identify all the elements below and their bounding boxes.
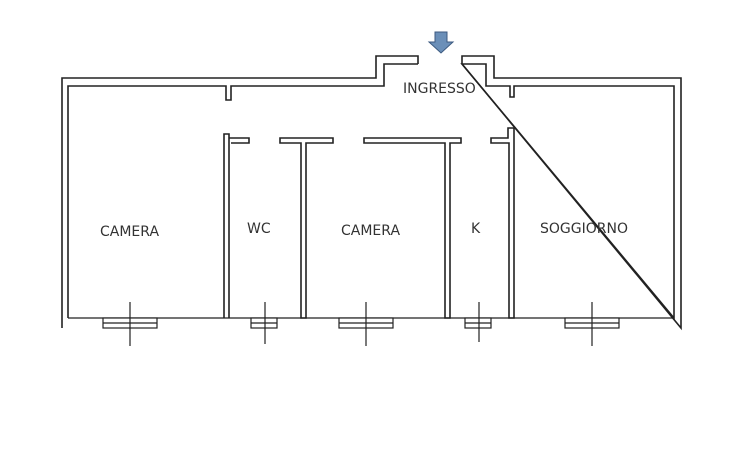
wall-wc-camera [279, 137, 334, 319]
wc-door-stub [229, 137, 250, 144]
wall-camera-wc [223, 133, 230, 318]
window-kitchen [464, 302, 492, 342]
room-label-ingresso: INGRESSO [403, 81, 476, 97]
outer-wall-inner [67, 63, 675, 321]
window-camera-left [102, 302, 158, 346]
window-camera-center [338, 302, 394, 346]
down-arrow-icon [427, 31, 455, 54]
room-label-camera-left: CAMERA [100, 224, 159, 240]
window-soggiorno [564, 302, 620, 346]
room-label-soggiorno: SOGGIORNO [540, 221, 628, 237]
room-label-wc: WC [247, 221, 271, 237]
room-label-kitchen: K [471, 221, 481, 237]
wall-k-soggiorno [490, 127, 515, 319]
room-label-camera-center: CAMERA [341, 223, 400, 239]
outer-wall [61, 55, 682, 331]
window-wc [250, 302, 278, 344]
